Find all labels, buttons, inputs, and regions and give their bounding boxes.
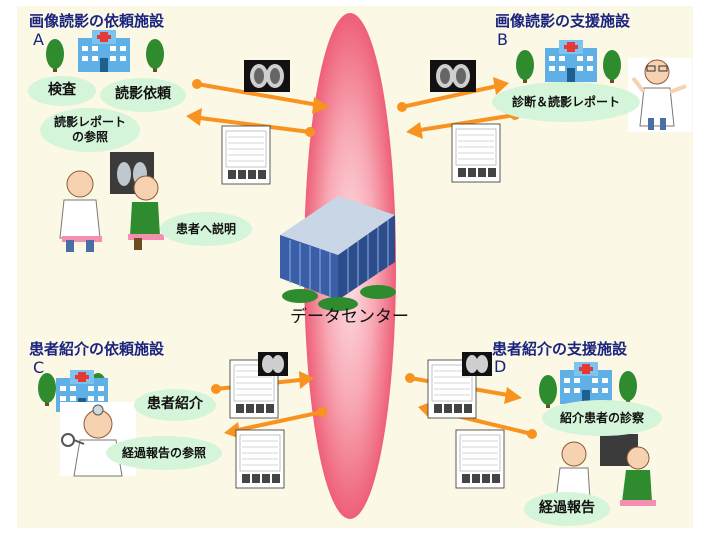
- bubble-report-reference-line2: の参照: [71, 130, 108, 144]
- tree-icon: [146, 39, 164, 72]
- hospital-icon-b: [545, 40, 597, 82]
- facility-c-title: 患者紹介の依頼施設: [29, 340, 165, 358]
- bubble-referral-exam: 紹介患者の診察: [542, 400, 662, 436]
- doctor-patient-scene-a: [59, 152, 164, 252]
- bubble-report-reference: 読影レポート の参照: [40, 108, 140, 152]
- report-document-icon-a: [221, 125, 271, 185]
- facility-d-letter: D: [494, 357, 507, 376]
- doctor-icon-b: [628, 58, 692, 132]
- hospital-icon-d: [560, 362, 612, 404]
- report-document-icon-c2: [235, 429, 285, 489]
- facility-d-title: 患者紹介の支援施設: [492, 340, 628, 358]
- bubble-progress-reference: 経過報告の参照: [106, 436, 222, 470]
- tree-icon: [619, 371, 637, 404]
- facility-b-title: 画像読影の支援施設: [495, 12, 631, 30]
- report-document-icon-b: [451, 123, 501, 183]
- facility-a-letter: A: [33, 30, 44, 49]
- ct-scan-icon-a: [244, 60, 290, 92]
- bubble-dokuei-irai: 読影依頼: [100, 78, 186, 112]
- tree-icon: [38, 373, 56, 406]
- bubble-kensa: 検査: [28, 76, 96, 106]
- bubble-diagnosis-report: 診断＆読影レポート: [492, 82, 640, 122]
- ct-scan-icon-c: [258, 352, 288, 376]
- ct-scan-icon-d: [462, 352, 492, 376]
- tree-icon: [539, 375, 557, 408]
- tree-icon: [516, 50, 534, 83]
- tree-icon: [46, 39, 64, 72]
- facility-c-letter: C: [33, 358, 45, 377]
- bubble-patient-explain: 患者へ説明: [160, 212, 252, 246]
- facility-a-title: 画像読影の依頼施設: [29, 12, 165, 30]
- data-center-label: データセンター: [290, 307, 409, 327]
- bubble-report-reference-line1: 読影レポート: [53, 115, 126, 129]
- hospital-icon-a: [78, 30, 130, 72]
- tree-icon: [603, 50, 621, 83]
- report-document-icon-d2: [455, 429, 505, 489]
- facility-b-letter: B: [497, 30, 508, 49]
- bubble-patient-referral: 患者紹介: [134, 389, 216, 421]
- bubble-progress-report: 経過報告: [524, 492, 610, 526]
- ct-scan-icon-b: [430, 60, 476, 92]
- data-center-building-icon: [280, 196, 396, 311]
